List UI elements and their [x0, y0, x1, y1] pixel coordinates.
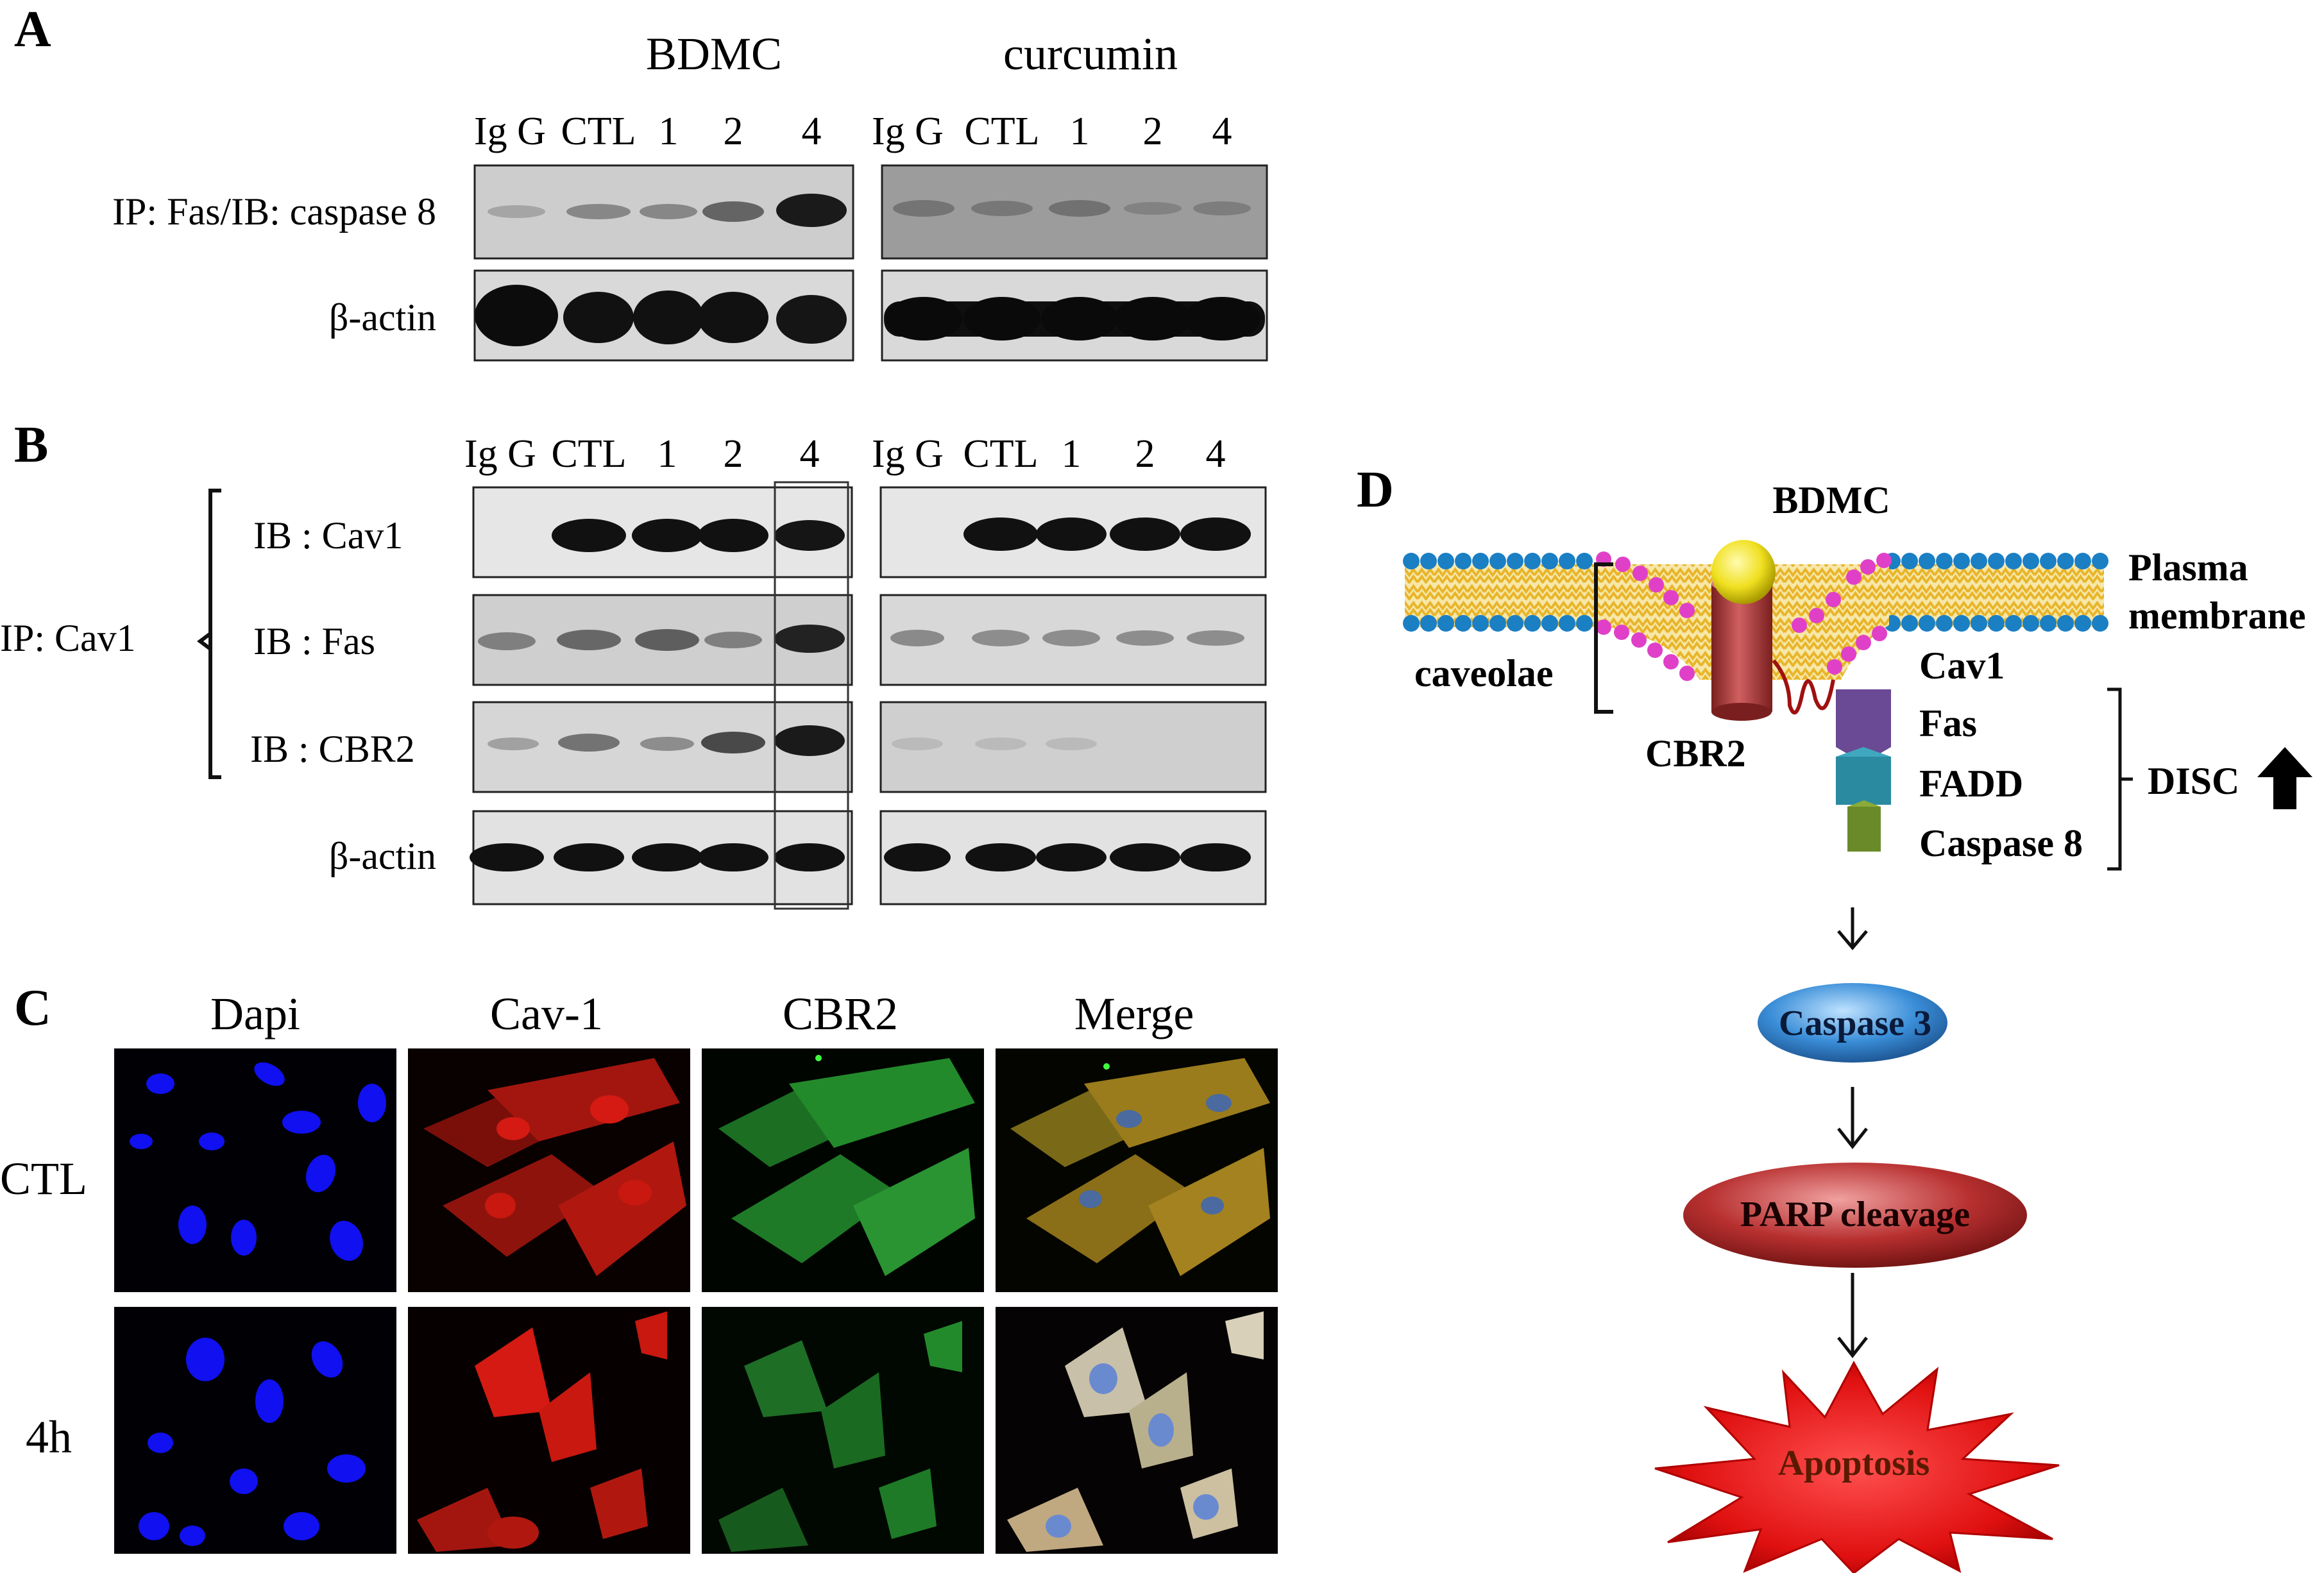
micrograph-dapi-4h — [114, 1307, 396, 1554]
caveolae-heads — [1596, 551, 1892, 681]
lane-label: 1 — [657, 432, 677, 476]
blot-b-fas-curcumin — [879, 594, 1267, 686]
bdmc-ligand — [1711, 540, 1776, 604]
lane-label: Ig G — [464, 432, 536, 476]
row-label-beta-actin-b: β-actin — [329, 835, 436, 877]
ip-bracket — [197, 489, 221, 779]
blot-a-actin-bdmc — [473, 269, 854, 362]
micrograph-cbr2-ctl — [702, 1048, 984, 1292]
panel-d: D BDMC Plasma membrane caveolae Cav1 CBR… — [1357, 462, 2312, 1573]
blot-b-actin-curcumin — [879, 810, 1267, 905]
blot-b-fas-bdmc — [472, 594, 853, 686]
membrane-head-row-bottom — [1403, 615, 2108, 632]
fadd-label: FADD — [1919, 762, 2023, 805]
caspase3-label: Caspase 3 — [1779, 1004, 1931, 1043]
arrow-down-icon — [1837, 907, 1868, 950]
micrograph-merge-ctl — [996, 1048, 1278, 1292]
row-label-ib-fas: IB : Fas — [253, 620, 375, 662]
lane-label: 4 — [802, 110, 822, 153]
parp-node — [1683, 1163, 2027, 1268]
apoptosis-starburst — [1654, 1360, 2060, 1573]
lane-label: 2 — [1143, 110, 1163, 153]
panel-c: C Dapi Cav-1 CBR2 Merge CTL 4h — [0, 980, 1278, 1554]
group-label-curcumin: curcumin — [1003, 28, 1178, 80]
blot-b-actin-bdmc — [470, 810, 853, 905]
blot-a-casp8-bdmc — [473, 164, 854, 260]
lane-label: 4 — [1206, 432, 1226, 476]
caspase3-node — [1758, 983, 1947, 1063]
column-label-cav1: Cav-1 — [490, 988, 603, 1039]
row-label-4h: 4h — [26, 1411, 72, 1463]
panel-a-label: A — [14, 1, 51, 58]
panel-d-label: D — [1357, 462, 1394, 518]
column-label-merge: Merge — [1074, 988, 1194, 1039]
lane-labels-b-curcumin: Ig G CTL 1 2 4 — [872, 432, 1225, 476]
cbr2-label: CBR2 — [1645, 732, 1746, 775]
micrograph-merge-4h — [996, 1307, 1278, 1554]
lane-labels-a-curcumin: Ig G CTL 1 2 4 — [872, 110, 1232, 153]
panel-b: B Ig G CTL 1 2 4 Ig G CTL 1 2 4 IP: Cav1… — [0, 417, 1267, 910]
lane-label: 1 — [659, 110, 679, 153]
disc-complex — [1836, 689, 1891, 852]
lane-label: 1 — [1062, 432, 1081, 476]
arrow-down-icon — [1837, 1087, 1868, 1150]
disc-bracket — [2107, 687, 2133, 871]
plasma-label: Plasma — [2128, 546, 2248, 589]
group-label-bdmc: BDMC — [646, 28, 782, 80]
lane-label: CTL — [551, 432, 626, 476]
blot-b-cbr2-bdmc — [472, 701, 853, 793]
lane-label: CTL — [561, 110, 636, 153]
panel-c-label: C — [14, 980, 51, 1036]
lane-label: CTL — [963, 432, 1038, 476]
lane-label: 4 — [800, 432, 820, 476]
lane-labels-a-bdmc: Ig G CTL 1 2 4 — [474, 110, 821, 153]
membrane-head-row-top — [1403, 553, 2108, 569]
panel-b-label: B — [14, 417, 48, 473]
lane-label: 2 — [724, 432, 743, 476]
lane-labels-b-bdmc: Ig G CTL 1 2 4 — [464, 432, 819, 476]
membrane-label: membrane — [2128, 594, 2306, 637]
lane-label: 1 — [1070, 110, 1090, 153]
lane-label: 2 — [1135, 432, 1155, 476]
caspase8-label: Caspase 8 — [1919, 822, 2083, 864]
blot-b-cbr2-curcumin — [879, 701, 1267, 793]
blot-b-cav1-curcumin — [879, 486, 1267, 578]
row-label-ctl: CTL — [0, 1153, 87, 1204]
highlight-box-lane-4 — [774, 481, 849, 910]
row-label-ip-fas-casp8: IP: Fas/IB: caspase 8 — [112, 190, 436, 233]
column-label-dapi: Dapi — [210, 988, 300, 1039]
micrograph-cav1-4h — [408, 1307, 690, 1554]
cav1-label: Cav1 — [1919, 644, 2005, 687]
up-arrow-icon — [2257, 747, 2312, 809]
blot-a-actin-curcumin — [881, 269, 1268, 362]
lane-label: 2 — [724, 110, 743, 153]
lane-label: Ig G — [872, 432, 944, 476]
lane-label: Ig G — [474, 110, 546, 153]
blot-b-cav1-bdmc — [472, 486, 853, 578]
panel-a: A BDMC curcumin Ig G CTL 1 2 4 Ig G CTL … — [14, 1, 1268, 362]
disc-label: DISC — [2148, 760, 2239, 802]
caveolae-bracket — [1594, 562, 1613, 714]
apoptosis-label: Apoptosis — [1778, 1443, 1930, 1483]
lane-label: Ig G — [872, 110, 944, 153]
caveolae-label: caveolae — [1414, 652, 1554, 694]
row-label-ib-cav1: IB : Cav1 — [253, 514, 403, 557]
row-label-beta-actin: β-actin — [329, 296, 436, 339]
fas-label: Fas — [1919, 702, 1977, 744]
parp-label: PARP cleavage — [1740, 1195, 1970, 1234]
micrograph-dapi-ctl — [114, 1048, 396, 1292]
row-label-ib-cbr2: IB : CBR2 — [250, 728, 415, 770]
lane-label: CTL — [964, 110, 1039, 153]
ip-cav1-label: IP: Cav1 — [0, 617, 136, 659]
micrograph-cbr2-4h — [702, 1307, 984, 1554]
cav1-coil — [1772, 659, 1835, 715]
blot-a-casp8-curcumin — [881, 164, 1268, 260]
micrograph-cav1-ctl — [408, 1048, 690, 1292]
column-label-cbr2: CBR2 — [783, 988, 898, 1039]
lane-label: 4 — [1212, 110, 1232, 153]
arrow-down-icon — [1837, 1273, 1868, 1359]
bdmc-label: BDMC — [1772, 479, 1890, 521]
